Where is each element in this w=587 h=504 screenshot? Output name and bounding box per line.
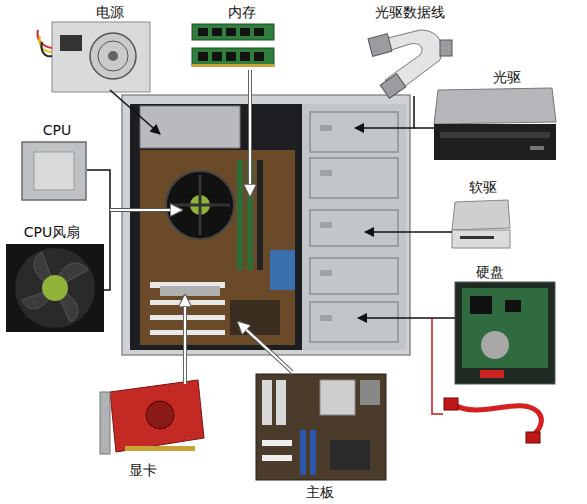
power-supply bbox=[38, 22, 150, 92]
part-name: 软驱 bbox=[467, 179, 499, 196]
ide-cable bbox=[368, 30, 452, 98]
computer-case bbox=[122, 95, 410, 355]
cpu-chip bbox=[22, 142, 86, 200]
part-name: 电源 bbox=[94, 4, 126, 21]
memory-module bbox=[192, 24, 274, 67]
sata-cable bbox=[444, 398, 541, 443]
part-name: 光驱数据线 bbox=[373, 4, 447, 21]
cpu-fan bbox=[6, 244, 104, 332]
optical-drive bbox=[434, 88, 556, 160]
part-name: 硬盘 bbox=[474, 264, 506, 281]
leader-lines bbox=[87, 70, 455, 414]
graphics-card bbox=[100, 380, 204, 454]
motherboard bbox=[256, 374, 386, 480]
part-name: CPU风扇 bbox=[22, 224, 82, 241]
part-name: 主板 bbox=[304, 484, 336, 501]
floppy-drive bbox=[452, 200, 510, 248]
part-name: CPU bbox=[41, 122, 73, 139]
part-name: 光驱 bbox=[491, 69, 523, 86]
part-name: 内存 bbox=[226, 4, 258, 21]
part-name: 显卡 bbox=[127, 462, 159, 479]
hard-disk bbox=[455, 282, 555, 384]
